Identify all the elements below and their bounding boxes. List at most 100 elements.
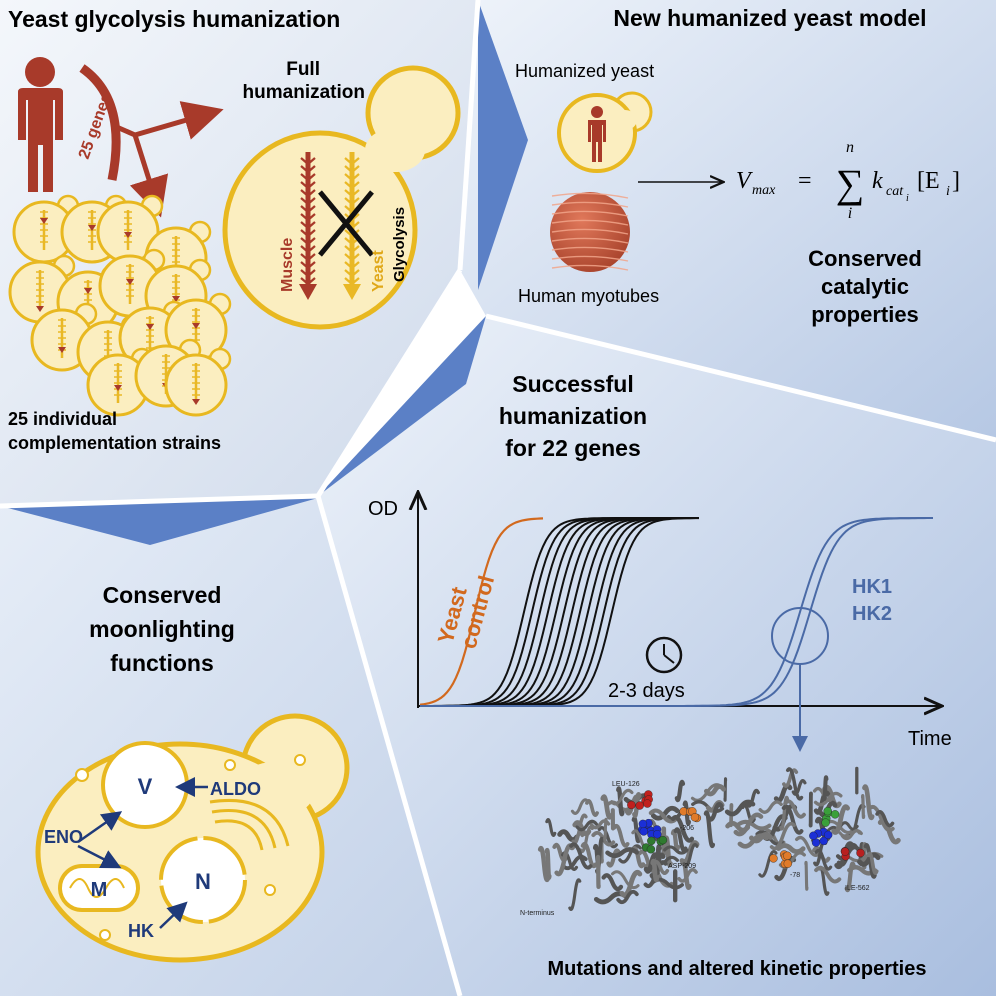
days-label: 2-3 days [608,680,685,702]
humanized-yeast-label: Humanized yeast [515,61,654,81]
strain-marker [124,232,132,238]
protein-helix [663,845,689,855]
protein-residue-atom [823,806,832,816]
protein-residue-atom [627,800,636,810]
myotubes-image [550,192,630,272]
moonlighting-line1: Conserved [103,582,222,608]
protein-helix [791,779,807,796]
protein-residue-atom [821,818,830,827]
strain-marker [58,347,66,353]
conserved-catalytic-line2: catalytic [821,274,909,299]
eq-v: V [736,168,753,194]
pathway-step [344,189,360,198]
eq-sum: ∑ [836,161,865,206]
pathway-step [300,181,316,190]
protein-residue-atom [646,845,656,854]
protein-helix [616,889,639,905]
strain-marker [146,324,154,330]
protein-helix [650,858,660,883]
eq-conc: [E [917,168,940,194]
hk-arrow [159,901,188,929]
pathway-step [300,245,316,254]
pathway-step [344,181,360,190]
hk-label: HK [128,921,154,941]
protein-residue-atom [823,830,833,840]
eq-max: max [752,183,776,198]
residue-label-206: -206 [680,825,694,832]
strain-marker [84,288,92,294]
myotube-stripe [551,255,629,262]
protein-residue-atom [783,859,793,868]
protein-helix [677,868,698,883]
strain-marker [36,306,44,312]
conserved-catalytic-line1: Conserved [808,246,922,271]
protein-helix [782,768,799,788]
protein-helix [877,818,901,845]
pathway-step [300,221,316,230]
protein-helix [650,805,680,821]
protein-helix [619,869,643,898]
strain-cell [164,347,232,417]
eq-cat: cat [886,184,904,199]
protein-helix [724,799,756,817]
protein-residue-atom [653,830,662,839]
protein-helix [603,817,608,842]
protein-helix [597,826,618,849]
strain-marker [192,323,200,329]
protein-residue-atom [647,836,656,846]
protein-helix [557,829,580,843]
strain-marker [126,279,134,285]
pathway-head [343,284,361,300]
protein-helix [601,873,624,892]
protein-residue-atom [769,854,778,863]
eno-arrows [77,811,123,869]
protein-helix [605,847,639,858]
protein-residue-labels: LEU-126 -206 ASP-209 -78 ILE-562 N-termi… [520,781,870,917]
protein-residue-atom [639,827,648,836]
myotube-stripe [551,219,629,226]
strains-line1: 25 individual [8,409,117,429]
pathway-step [344,253,360,262]
myotube-stripe [551,264,629,271]
strain-marker [40,218,48,224]
protein-helix [749,832,773,844]
full-humanization-line1: Full [286,59,320,80]
protein-helix [578,825,594,854]
myotube-stripe [551,228,629,235]
protein-helix [840,829,863,841]
success-line3: for 22 genes [505,435,641,461]
protein-helix [673,827,688,853]
protein-residue-atom [819,836,828,846]
protein-residue-atom [809,831,818,840]
y-axis-label: OD [368,498,398,520]
nucleus-organelle [159,836,247,924]
mito-label: M [91,879,108,901]
conserved-catalytic-line3: properties [811,302,919,327]
protein-helix [745,788,760,808]
pathway-step [344,245,360,254]
clock-icon [645,636,683,674]
eq-k: k [872,168,883,194]
hk1-label: HK1 [852,576,892,598]
protein-helix [575,819,598,832]
growth-curve-chart: OD Time Yeast control 2-3 days HK1 HK2 [368,494,952,752]
genes-band [79,64,121,181]
protein-helix [610,870,640,890]
strain-marker [172,296,180,302]
full-humanization-line2: humanization [243,82,365,103]
protein-helix [769,821,796,851]
protein-helix [758,800,783,814]
protein-helix [654,844,662,876]
pathway-step [300,237,316,246]
pathway-head [299,284,317,300]
vesicles [75,754,306,941]
pathway-step [344,157,360,166]
nucleus-label: N [195,869,211,894]
pathway-step [344,173,360,182]
top-left-title: Yeast glycolysis humanization [8,6,340,32]
protein-helix [779,795,790,831]
pathway-step [300,197,316,206]
moonlighting-line3: functions [110,650,214,676]
protein-helix [875,810,895,828]
